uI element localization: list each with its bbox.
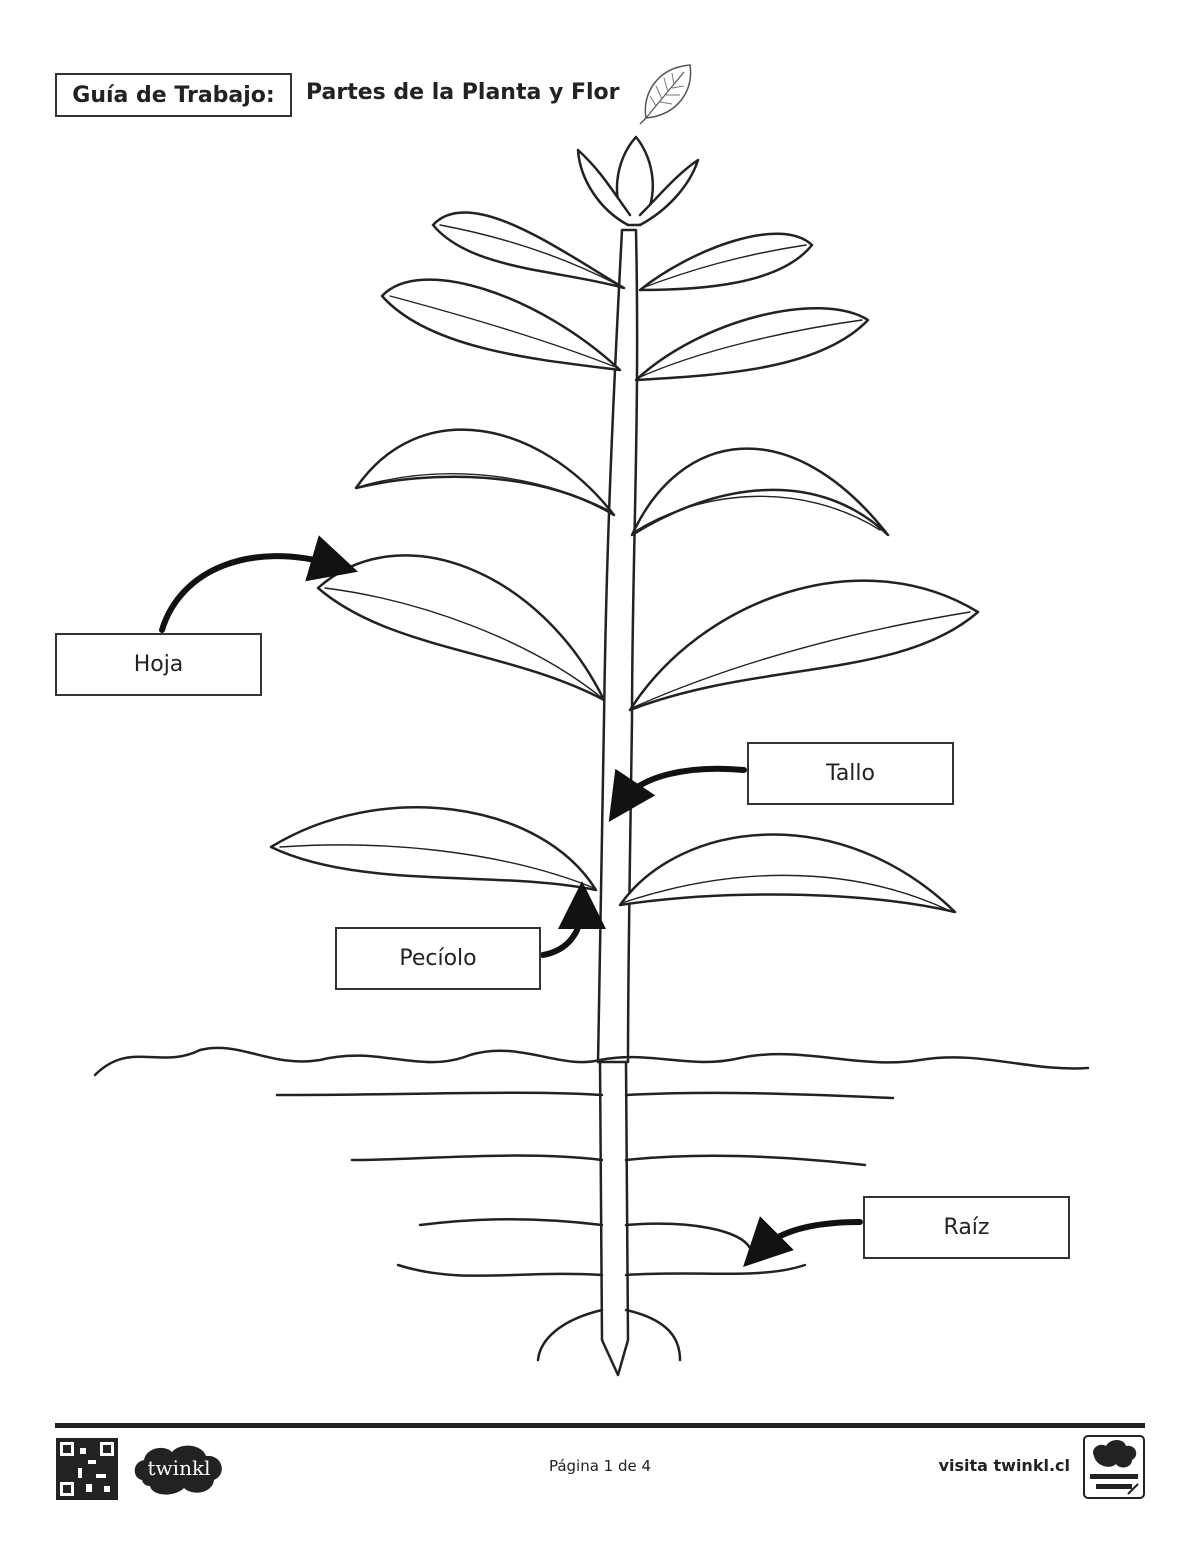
arrow-tallo bbox=[608, 765, 747, 822]
label-tallo-text: Tallo bbox=[826, 761, 875, 786]
label-hoja-text: Hoja bbox=[133, 652, 184, 677]
leaves-right bbox=[618, 232, 980, 914]
label-peciolo-text: Pecíolo bbox=[399, 946, 477, 971]
leaves-left bbox=[269, 211, 626, 892]
plant-stem bbox=[596, 228, 639, 1064]
label-hoja: Hoja bbox=[55, 633, 262, 696]
quality-badge-icon bbox=[1083, 1435, 1145, 1499]
arrow-peciolo bbox=[540, 881, 606, 958]
worksheet-label-text: Guía de Trabajo: bbox=[72, 82, 275, 108]
ground-line bbox=[93, 1046, 1090, 1077]
qr-code-icon bbox=[56, 1438, 118, 1500]
worksheet-label: Guía de Trabajo: bbox=[55, 73, 292, 117]
footer-divider bbox=[55, 1423, 1145, 1428]
twinkl-logo-text: twinkl bbox=[147, 1456, 211, 1480]
twinkl-logo: twinkl bbox=[132, 1440, 226, 1498]
label-tallo: Tallo bbox=[747, 742, 954, 805]
label-peciolo: Pecíolo bbox=[335, 927, 541, 990]
label-raiz-text: Raíz bbox=[943, 1215, 990, 1240]
visit-website: visita twinkl.cl bbox=[938, 1456, 1070, 1475]
arrow-raiz bbox=[743, 1216, 863, 1267]
leaf-hoja-target bbox=[316, 554, 606, 702]
page-title: Partes de la Planta y Flor bbox=[306, 80, 620, 105]
leaf-icon bbox=[639, 64, 692, 125]
plant-roots bbox=[275, 1060, 895, 1377]
page-number: Página 1 de 4 bbox=[548, 1457, 652, 1475]
label-raiz: Raíz bbox=[863, 1196, 1070, 1259]
arrow-hoja bbox=[159, 535, 359, 633]
